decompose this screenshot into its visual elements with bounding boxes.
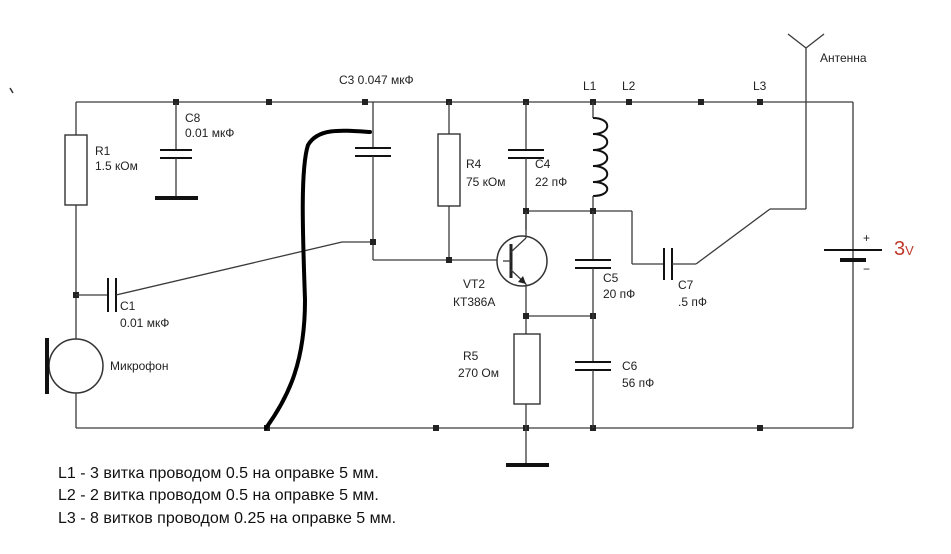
- r5-resistor: [506, 333, 549, 467]
- stray-mark: [9, 87, 14, 94]
- c8-value: 0.01 мкФ: [185, 126, 234, 140]
- c1-value: 0.01 мкФ: [120, 316, 169, 330]
- battery-minus: −: [863, 262, 870, 276]
- c6-name: C6: [622, 359, 638, 373]
- l2-name: L2: [622, 79, 636, 93]
- l1-coil: [592, 102, 609, 211]
- note-l3: L3 - 8 витков проводом 0.25 на оправке 5…: [58, 510, 396, 527]
- c4-value: 22 пФ: [535, 175, 567, 189]
- r4-resistor: [437, 102, 461, 263]
- mic-label: Микрофон: [110, 359, 168, 373]
- battery-plus: +: [863, 231, 870, 245]
- l1-name: L1: [583, 79, 597, 93]
- note-l1: L1 - 3 витка проводом 0.5 на оправке 5 м…: [58, 465, 379, 482]
- c8-name: C8: [185, 111, 201, 125]
- c6-capacitor: [575, 361, 611, 428]
- r4-name: R4: [466, 157, 482, 171]
- c1-name: C1: [120, 299, 136, 313]
- c3-capacitor: [342, 102, 503, 261]
- c5-value: 20 пФ: [603, 287, 635, 301]
- r1-name: R1: [95, 144, 111, 158]
- r1-value: 1.5 кОм: [95, 159, 138, 173]
- hand-drawn-wire: [264, 128, 372, 430]
- c4-name: C4: [535, 157, 551, 171]
- antenna-icon: [787, 33, 825, 49]
- antenna-label: Антенна: [820, 51, 867, 65]
- c7-value: .5 пФ: [678, 295, 707, 309]
- r4-value: 75 кОм: [466, 175, 506, 189]
- c6-value: 56 пФ: [622, 376, 654, 390]
- c7-name: C7: [678, 278, 694, 292]
- c3-label: C3 0.047 мкФ: [339, 73, 414, 87]
- vt2-part: КТ386А: [453, 295, 495, 309]
- c8-capacitor: [155, 102, 198, 200]
- battery-icon: [824, 249, 882, 262]
- c7-capacitor: [631, 211, 696, 280]
- l3-name: L3: [753, 79, 767, 93]
- r5-value: 270 Ом: [458, 366, 499, 380]
- switch-wire: [695, 208, 771, 265]
- battery-voltage: 3V: [894, 238, 914, 260]
- r1-resistor: [64, 102, 88, 340]
- c5-name: C5: [603, 271, 619, 285]
- vt2-transistor: [496, 211, 548, 334]
- note-l2: L2 - 2 витка проводом 0.5 на оправке 5 м…: [58, 487, 379, 504]
- vt2-name: VT2: [463, 277, 485, 291]
- c5-capacitor: [575, 211, 611, 362]
- microphone-icon: [45, 338, 104, 428]
- r5-name: R5: [463, 349, 479, 363]
